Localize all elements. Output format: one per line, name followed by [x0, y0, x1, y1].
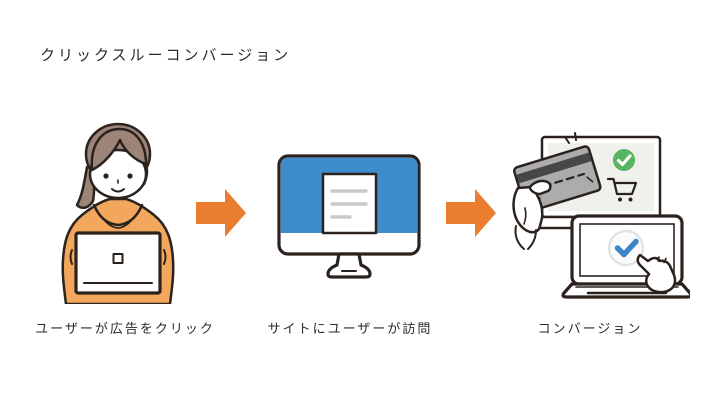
laptop-icon: [74, 231, 162, 295]
cursor-hand-icon: [636, 253, 677, 294]
confirmation-laptop-icon: [561, 214, 690, 299]
shopping-cart-icon: [606, 177, 638, 202]
green-check-icon: [613, 149, 635, 171]
conversion-illustration: [512, 132, 690, 299]
motion-tick-icon: [574, 132, 577, 141]
step-caption-click-ad: ユーザーが広告をクリック: [35, 321, 215, 336]
motion-tick-icon: [564, 136, 570, 144]
right-arrow-icon: [196, 189, 246, 237]
desktop-monitor-icon: [277, 154, 421, 279]
monitor-icon: [277, 154, 421, 279]
woman-user-laptop-icon: [61, 122, 175, 304]
blue-check-icon: [607, 229, 645, 267]
right-arrow-icon: [446, 189, 496, 237]
hand-holding-card-icon: [512, 179, 552, 250]
webpage-document-icon: [321, 172, 378, 235]
step-caption-conversion: コンバージョン: [537, 321, 643, 336]
page-title: クリックスルーコンバージョン: [40, 47, 292, 64]
step-caption-visit-site: サイトにユーザーが訪問: [267, 321, 433, 336]
